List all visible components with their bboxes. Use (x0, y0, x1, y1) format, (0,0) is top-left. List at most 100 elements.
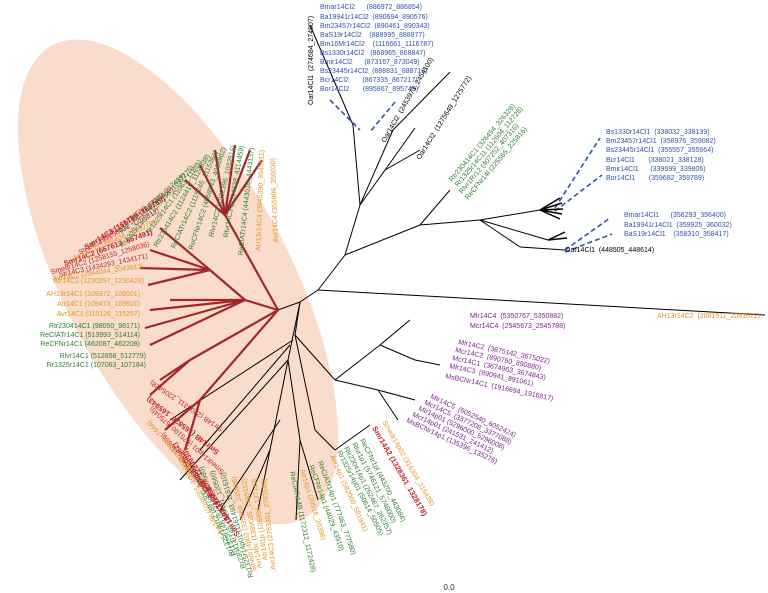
branch (159, 227, 211, 271)
leaf-label: Bcr14Cl1 (338021_338128) (606, 157, 704, 164)
branch (359, 169, 386, 206)
branch (519, 246, 566, 251)
branch (257, 449, 271, 511)
branch (419, 189, 451, 226)
leaf-label: Bs1330r14Cl2 (868965_868847) (320, 50, 425, 57)
branch (314, 429, 336, 451)
leaf-label: Bs23445r14Cl1 (355557_355664) (606, 147, 713, 154)
branch (344, 224, 421, 256)
branch (287, 359, 301, 441)
branch (213, 149, 227, 216)
leaf-label: Rr1325r14C1 (107063_107184) (47, 362, 146, 369)
branch (479, 219, 521, 248)
branch (334, 344, 381, 381)
leaf-label: Oar14Cl2 (1275649_1275772) (416, 75, 473, 161)
leaf-label: Mlr14C4 (5350767_5350882) (470, 313, 563, 320)
branch (547, 237, 568, 241)
branch (369, 101, 396, 133)
leaf-label: Bm16Mr14Cl2 (1116661_1116787) (320, 41, 434, 48)
branch (223, 149, 252, 216)
branch (294, 334, 336, 381)
leaf-label: Rtr230414C1 (98050_98171) (49, 323, 140, 330)
branch (149, 359, 191, 396)
branch (199, 164, 226, 216)
leaf-label: Bm23457r14Cl1 (358976_359082) (606, 138, 716, 145)
leaf-label: Bor14Cl1 (359682_359789) (606, 175, 704, 182)
branch (244, 298, 279, 312)
branch (547, 231, 566, 241)
branch (334, 424, 371, 451)
branch (384, 127, 416, 171)
branch (149, 248, 211, 272)
branch (377, 389, 416, 401)
leaf-label: AH13r14C4 (3945390_3945511) (255, 150, 266, 251)
branch (199, 344, 291, 451)
branch (479, 209, 541, 221)
leaf-label: Bmir14Cl2 (873167_873049) (320, 59, 420, 66)
leaf-label: Mcr14C4 (2545673_2545788) (470, 323, 565, 330)
leaf-label: Atr14C1 (1230297_1230428) (53, 278, 144, 285)
leaf-label: AH13r14C2 (2081511_2081622) (657, 313, 760, 320)
branch (179, 359, 289, 481)
leaf-label: BaS19r14Cl1 (358310_358417) (624, 231, 729, 238)
leaf-label: Rlvr14C1 (512858_512779) (60, 353, 146, 360)
branch (287, 301, 301, 361)
branch (219, 419, 281, 511)
branch (334, 379, 379, 391)
leaf-label: Bm23457r14Cl2 (890461_890343) (320, 23, 430, 30)
leaf-label: BaS19r14Cl2 (888995_888877) (320, 32, 425, 39)
leaf-label: AH13r14C1 (109372_109501) (46, 291, 140, 298)
branch (377, 389, 399, 421)
branch (379, 319, 411, 346)
branch (479, 219, 549, 241)
branch (414, 359, 441, 366)
branch (189, 309, 279, 361)
branches-red-clade (139, 144, 279, 451)
leaf-label: Oar14Cl1 (274684_274807) (308, 16, 315, 105)
leaf-label: Bs1330r14Cl1 (338032_338139) (606, 129, 710, 136)
branch (539, 197, 561, 211)
branch (299, 439, 319, 501)
branch (344, 204, 361, 256)
branch (317, 289, 766, 316)
branches-leaf-stubs (539, 197, 568, 241)
branch (539, 209, 563, 215)
leaf-label: ReCFNr14C1 (462087_462208) (40, 341, 140, 348)
branch (554, 174, 603, 212)
branch (184, 179, 226, 216)
branch (149, 298, 246, 312)
leaf-label: Bmir14Cl1 (339699_339806) (606, 166, 706, 173)
branch (269, 359, 289, 451)
branch (539, 202, 563, 211)
branch (277, 301, 301, 311)
branch (169, 339, 294, 421)
branch (147, 268, 211, 287)
branch (352, 124, 361, 206)
branch (294, 334, 316, 431)
leaf-label: Bmar14Cl1 (356293_356400) (624, 212, 726, 219)
branch (223, 144, 237, 216)
leaf-label: Bmar14Cl2 (886972_886854) (320, 4, 422, 11)
leaf-label: Avr14C1 (115126_115257) (57, 311, 140, 318)
branch (317, 254, 346, 291)
branch (384, 149, 421, 171)
branch (309, 24, 354, 126)
branch (392, 71, 451, 131)
branch (539, 208, 564, 211)
branch (164, 399, 201, 431)
branch (224, 214, 279, 311)
leaf-label: Ba19941r14Cl2 (890694_890576) (320, 14, 428, 21)
branch (224, 159, 263, 216)
branches-black (169, 24, 766, 521)
branch (329, 99, 361, 131)
leaf-label: ReCIATr14C1 (513993_514114) (40, 332, 140, 339)
branch (299, 289, 319, 303)
branch (199, 309, 279, 401)
branch (295, 439, 301, 521)
branch (359, 129, 394, 206)
branch (209, 269, 246, 301)
branch (139, 266, 211, 272)
branches-dashed-blue (329, 99, 613, 253)
leaf-label: Atr14C1 (109473_109601) (57, 301, 140, 308)
leaf-label: Ba19941r14Cl1 (359925_360032) (624, 222, 732, 229)
